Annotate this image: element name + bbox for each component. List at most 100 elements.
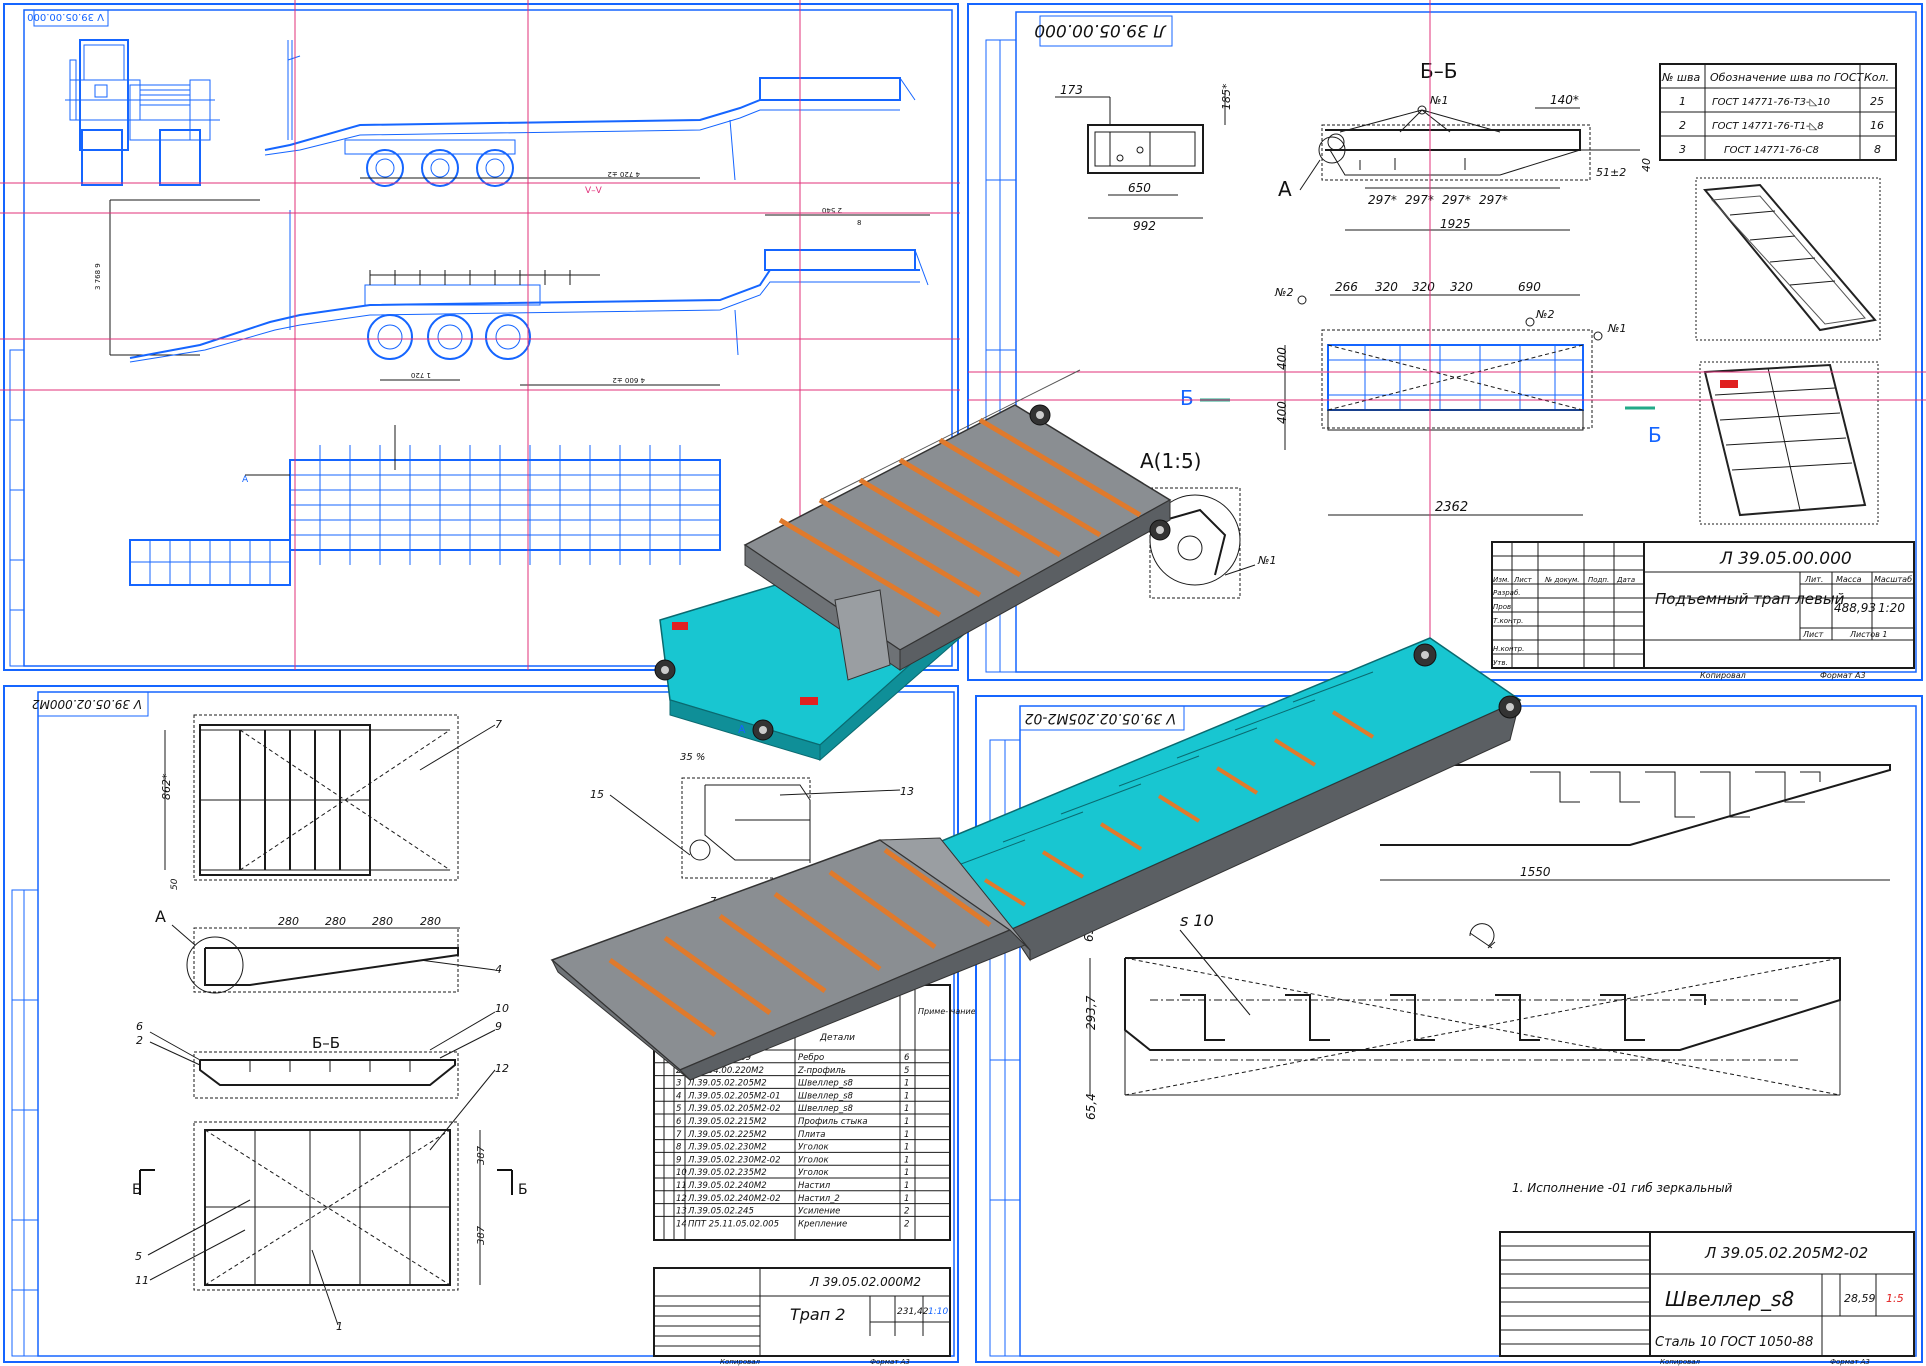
svg-text:A: A — [242, 475, 249, 485]
bom-cell: 1 — [904, 1130, 909, 1140]
bom-cell: Усиление — [798, 1207, 840, 1217]
bom-cell: Плита — [798, 1130, 826, 1140]
svg-text:51±2: 51±2 — [1596, 166, 1626, 179]
svg-text:297*: 297* — [1479, 193, 1508, 207]
svg-text:3: 3 — [1679, 143, 1686, 156]
svg-text:1. Исполнение -01 гиб зеркальн: 1. Исполнение -01 гиб зеркальный — [1512, 1181, 1733, 1195]
svg-text:Л 39.05.00.000: Л 39.05.00.000 — [1719, 549, 1852, 569]
sheet-top-left[interactable]: V 39.05.00.000 — [3, 3, 959, 671]
svg-text:Формат А3: Формат А3 — [870, 1358, 910, 1366]
orange-slat — [778, 517, 942, 618]
bom-cell: Профиль стыка — [798, 1117, 868, 1127]
orange-slat — [718, 913, 827, 994]
svg-text:A: A — [1278, 177, 1292, 201]
bom-cell: Z-профиль — [797, 1066, 846, 1076]
bom-cell: 1 — [904, 1143, 909, 1153]
bom-cell: 1 — [904, 1155, 909, 1165]
title-block-bottom-right: Л 39.05.02.205М2-02 Швеллер_s8 Сталь 10 … — [1499, 1231, 1915, 1366]
svg-text:A: A — [738, 723, 746, 736]
sheet-bottom-left[interactable]: V 39.05.02.000M2 862* 50 7 — [3, 685, 976, 1366]
svg-text:293,7: 293,7 — [1084, 995, 1098, 1030]
svg-text:25: 25 — [1870, 95, 1884, 108]
orange-slat — [898, 457, 1062, 558]
bom-cell: Л.39.05.02.235М2 — [687, 1168, 767, 1178]
svg-text:185*: 185* — [1220, 83, 1233, 110]
svg-text:Масса: Масса — [1836, 575, 1862, 584]
bom-cell: Л.39.05.02.205М2-02 — [687, 1104, 781, 1114]
svg-text:650: 650 — [1128, 181, 1151, 195]
bom-cell: Швеллер_s8 — [798, 1079, 853, 1089]
bom-cell: Швеллер_s8 — [798, 1104, 853, 1114]
bom-cell: 12 — [676, 1194, 687, 1204]
svg-text:2 540: 2 540 — [822, 206, 842, 214]
bom-cell: 8 — [676, 1143, 682, 1153]
bom-cell: Л.39.05.02.205М2-01 — [687, 1091, 781, 1101]
svg-text:Формат А3: Формат А3 — [1830, 1358, 1870, 1366]
svg-text:Дата: Дата — [1616, 576, 1635, 584]
svg-text:9: 9 — [495, 1020, 502, 1033]
svg-text:Н.контр.: Н.контр. — [1493, 645, 1524, 653]
svg-text:387: 387 — [476, 1145, 487, 1165]
bom-cell: 14 — [676, 1219, 687, 1229]
bom-cell: ППТ 25.11.05.02.005 — [688, 1219, 779, 1229]
svg-text:231,42: 231,42 — [897, 1307, 929, 1317]
cyan-rib — [1002, 811, 1084, 843]
svg-text:s 10: s 10 — [1180, 911, 1214, 930]
orange-rib — [1157, 794, 1201, 823]
svg-text:11: 11 — [135, 1274, 149, 1287]
tractor-front-view — [65, 39, 220, 186]
orange-rib — [1215, 766, 1259, 795]
trap-side-view: 280 280 280 280 A 4 — [155, 907, 502, 994]
bom-cell: Ребро — [798, 1053, 824, 1063]
trailer-plan-view: A — [129, 425, 721, 586]
svg-text:3 768 9: 3 768 9 — [94, 263, 102, 290]
svg-text:15: 15 — [590, 788, 604, 801]
svg-text:Масштаб: Масштаб — [1874, 575, 1912, 584]
section-b-b: Б–Б №1 140* A 297* 297* 297* 297* — [1278, 59, 1653, 231]
sheet-top-right[interactable]: Л 39.05.00.000 173 185* 650 992 Б–Б — [967, 3, 1923, 681]
svg-text:Утв.: Утв. — [1493, 659, 1508, 667]
bom-cell: 10 — [676, 1168, 687, 1178]
svg-text:ГОСТ 14771-76-Т1-◺8: ГОСТ 14771-76-Т1-◺8 — [1712, 121, 1824, 132]
bom-cell: 3 — [676, 1079, 681, 1089]
orange-slat — [663, 935, 772, 1016]
svg-text:1925: 1925 — [1440, 217, 1471, 231]
orange-slat — [938, 437, 1102, 538]
bom-cell: 1 — [904, 1168, 909, 1178]
svg-text:280: 280 — [325, 915, 346, 928]
orange-slat — [978, 417, 1142, 518]
svg-text:65,4: 65,4 — [1084, 1093, 1098, 1120]
svg-text:16: 16 — [1870, 119, 1884, 132]
bom-cell: 1 — [904, 1181, 909, 1191]
title-block-top-right: Л 39.05.00.000 Подъемный трап левый 488,… — [1491, 541, 1915, 680]
bom-cell: Л39.04.00.220М2 — [687, 1066, 764, 1076]
end-view: 173 185* 650 992 — [1055, 83, 1233, 233]
orange-slat — [828, 869, 937, 950]
ramp-plan-view: 266 320 320 320 690 400 400 2362 №2 №2 №… — [1180, 280, 1662, 516]
title-block-bottom-left: Л 39.05.02.000М2 Трап 2 231,42 1:10 Копи… — [653, 1267, 951, 1366]
bom-cell: Л.39.05.02.205М2 — [687, 1079, 767, 1089]
svg-text:Формат А3: Формат А3 — [1820, 671, 1866, 680]
bom-cell: Уголок — [798, 1155, 829, 1165]
iso-thumbnails — [1695, 177, 1881, 525]
bom-cell: Л.39.05.02.240М2-02 — [687, 1194, 781, 1204]
svg-text:280: 280 — [372, 915, 393, 928]
bom-cell: Крепление — [798, 1219, 847, 1229]
3d-model-lower-ramp[interactable] — [550, 637, 1522, 1081]
svg-text:297*: 297* — [1442, 193, 1471, 207]
svg-text:862*: 862* — [160, 773, 173, 800]
svg-text:Копировал: Копировал — [720, 1358, 761, 1366]
3d-model-upper-ramp[interactable]: A — [654, 369, 1172, 762]
bom-cell: Настил_2 — [798, 1194, 840, 1204]
orange-slat — [773, 891, 882, 972]
svg-text:50: 50 — [170, 878, 180, 890]
svg-text:Б–Б: Б–Б — [312, 1034, 340, 1052]
svg-text:7: 7 — [495, 718, 502, 731]
svg-text:140*: 140* — [1550, 93, 1579, 107]
orange-slat — [858, 477, 1022, 578]
bom-cell: 7 — [676, 1130, 682, 1140]
stamp-number-bottom-right: V 39.05.02.205M2-02 — [1025, 710, 1176, 726]
svg-text:Б: Б — [132, 1182, 142, 1198]
svg-text:Сталь 10 ГОСТ 1050-88: Сталь 10 ГОСТ 1050-88 — [1655, 1335, 1813, 1350]
